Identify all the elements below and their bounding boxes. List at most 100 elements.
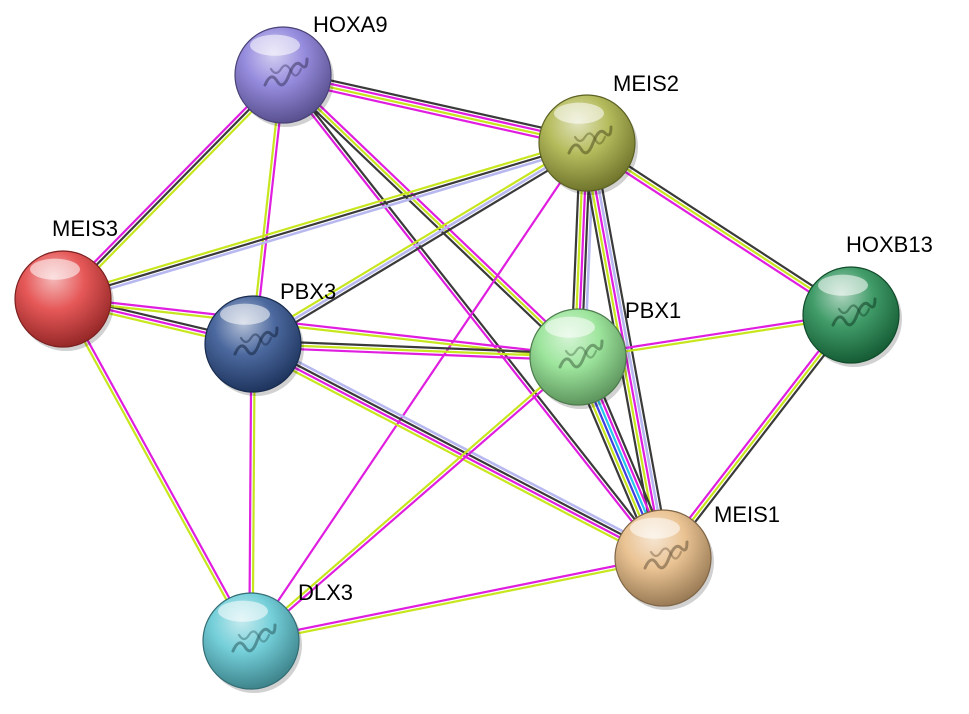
edge-meis2-dlx3: [249, 141, 589, 643]
edge-strand-magenta: [59, 71, 282, 298]
node-highlight: [630, 517, 680, 539]
edge-strand-lavender: [62, 144, 590, 304]
edge-hoxa9-meis3: [59, 71, 287, 303]
edge-strand-lavender: [254, 338, 667, 555]
edge-meis2-meis3: [60, 138, 590, 304]
edge-pbx3-meis1: [249, 338, 667, 564]
edge-strand-yellow: [251, 342, 256, 643]
edge-strand-black: [283, 68, 590, 140]
edge-strand-magenta: [62, 296, 580, 357]
edge-strand-magenta: [284, 71, 582, 356]
node-highlight: [218, 600, 268, 622]
protein-structure-icon: [649, 547, 683, 560]
node-pbx3[interactable]: [204, 295, 304, 396]
edge-strand-yellow: [249, 347, 662, 564]
node-label-meis3: MEIS3: [52, 216, 118, 241]
edge-strand-magenta: [251, 346, 579, 362]
protein-structure-icon: [837, 304, 871, 317]
edge-strand-magenta: [249, 555, 664, 641]
edge-strand-magenta: [659, 311, 850, 558]
edge-layer: [59, 68, 855, 644]
protein-structure-icon: [643, 540, 689, 570]
protein-structure-icon: [231, 623, 277, 653]
node-hoxb13[interactable]: [802, 266, 902, 367]
node-layer: [14, 26, 902, 693]
node-highlight: [554, 102, 604, 124]
edge-strand-black: [283, 72, 666, 559]
edge-strand-magenta: [280, 78, 587, 150]
edge-strand-yellow: [64, 76, 287, 303]
protein-structure-icon: [564, 346, 598, 359]
edge-meis2-pbx3: [250, 138, 590, 349]
edge-pbx1-dlx3: [248, 354, 581, 644]
edge-meis3-pbx1: [61, 296, 580, 360]
edge-strand-magenta: [282, 72, 589, 143]
protein-structure-icon: [237, 630, 271, 643]
edge-strand-lavender: [251, 141, 589, 346]
edge-hoxa9-meis2: [280, 68, 590, 150]
edge-strand-yellow: [60, 298, 251, 643]
node-meis3[interactable]: [14, 250, 114, 351]
edge-strand-yellow: [251, 342, 580, 359]
edge-strand-yellow: [61, 299, 579, 360]
edge-strand-black: [279, 76, 577, 361]
node-hoxa9[interactable]: [234, 26, 334, 127]
node-label-hoxb13: HOXB13: [846, 232, 933, 257]
edge-pbx3-dlx3: [248, 342, 256, 643]
edge-pbx3-pbx1: [251, 339, 580, 362]
node-label-dlx3: DLX3: [298, 580, 353, 605]
edge-strand-black: [592, 140, 671, 558]
protein-structure-icon: [831, 297, 877, 327]
protein-structure-icon: [573, 132, 607, 145]
edge-strand-black: [664, 315, 855, 562]
edge-strand-black: [587, 139, 854, 314]
edge-strand-black: [252, 339, 580, 355]
edge-strand-black: [61, 141, 589, 301]
node-label-hoxa9: HOXA9: [313, 12, 388, 37]
edge-strand-black: [252, 341, 665, 558]
node-meis1[interactable]: [614, 509, 714, 610]
edge-meis1-dlx3: [249, 555, 665, 644]
node-label-pbx3: PBX3: [280, 279, 336, 304]
edge-strand-magenta: [63, 297, 254, 642]
edge-hoxb13-meis1: [659, 311, 855, 562]
protein-structure-icon: [263, 57, 309, 87]
node-label-meis2: MEIS2: [613, 71, 679, 96]
edge-meis2-hoxb13: [584, 139, 854, 319]
edge-strand-yellow: [585, 141, 853, 317]
edge-strand-magenta: [280, 74, 663, 561]
node-dlx3[interactable]: [202, 592, 302, 693]
edge-strand-yellow: [250, 558, 665, 644]
protein-structure-icon: [558, 339, 604, 369]
edge-strand-magenta: [251, 344, 664, 561]
edge-hoxa9-pbx1: [279, 71, 582, 361]
node-meis2[interactable]: [538, 94, 638, 195]
edge-strand-yellow: [60, 138, 588, 297]
edge-strand-magenta: [584, 144, 851, 319]
protein-structure-icon: [567, 125, 613, 155]
edge-strand-yellow: [661, 313, 853, 560]
edge-strand-magenta: [248, 342, 253, 643]
node-highlight: [250, 34, 300, 56]
node-pbx1[interactable]: [529, 308, 629, 409]
edge-strand-black: [253, 144, 590, 349]
protein-structure-icon: [233, 326, 279, 356]
edge-strand-yellow: [248, 354, 578, 641]
edge-strand-magenta: [251, 357, 581, 644]
edge-strand-black: [61, 73, 285, 301]
node-highlight: [220, 303, 270, 325]
node-label-pbx1: PBX1: [625, 298, 681, 323]
edge-strand-yellow: [281, 73, 580, 359]
node-highlight: [545, 316, 595, 338]
node-label-meis1: MEIS1: [714, 502, 780, 527]
edge-strand-magenta: [249, 141, 589, 643]
protein-structure-icon: [239, 333, 273, 346]
edge-meis3-dlx3: [60, 297, 254, 643]
node-highlight: [30, 258, 80, 280]
protein-structure-icon: [269, 64, 303, 77]
edge-strand-yellow: [281, 75, 588, 146]
node-highlight: [818, 274, 868, 296]
edge-hoxa9-meis1: [280, 72, 666, 561]
